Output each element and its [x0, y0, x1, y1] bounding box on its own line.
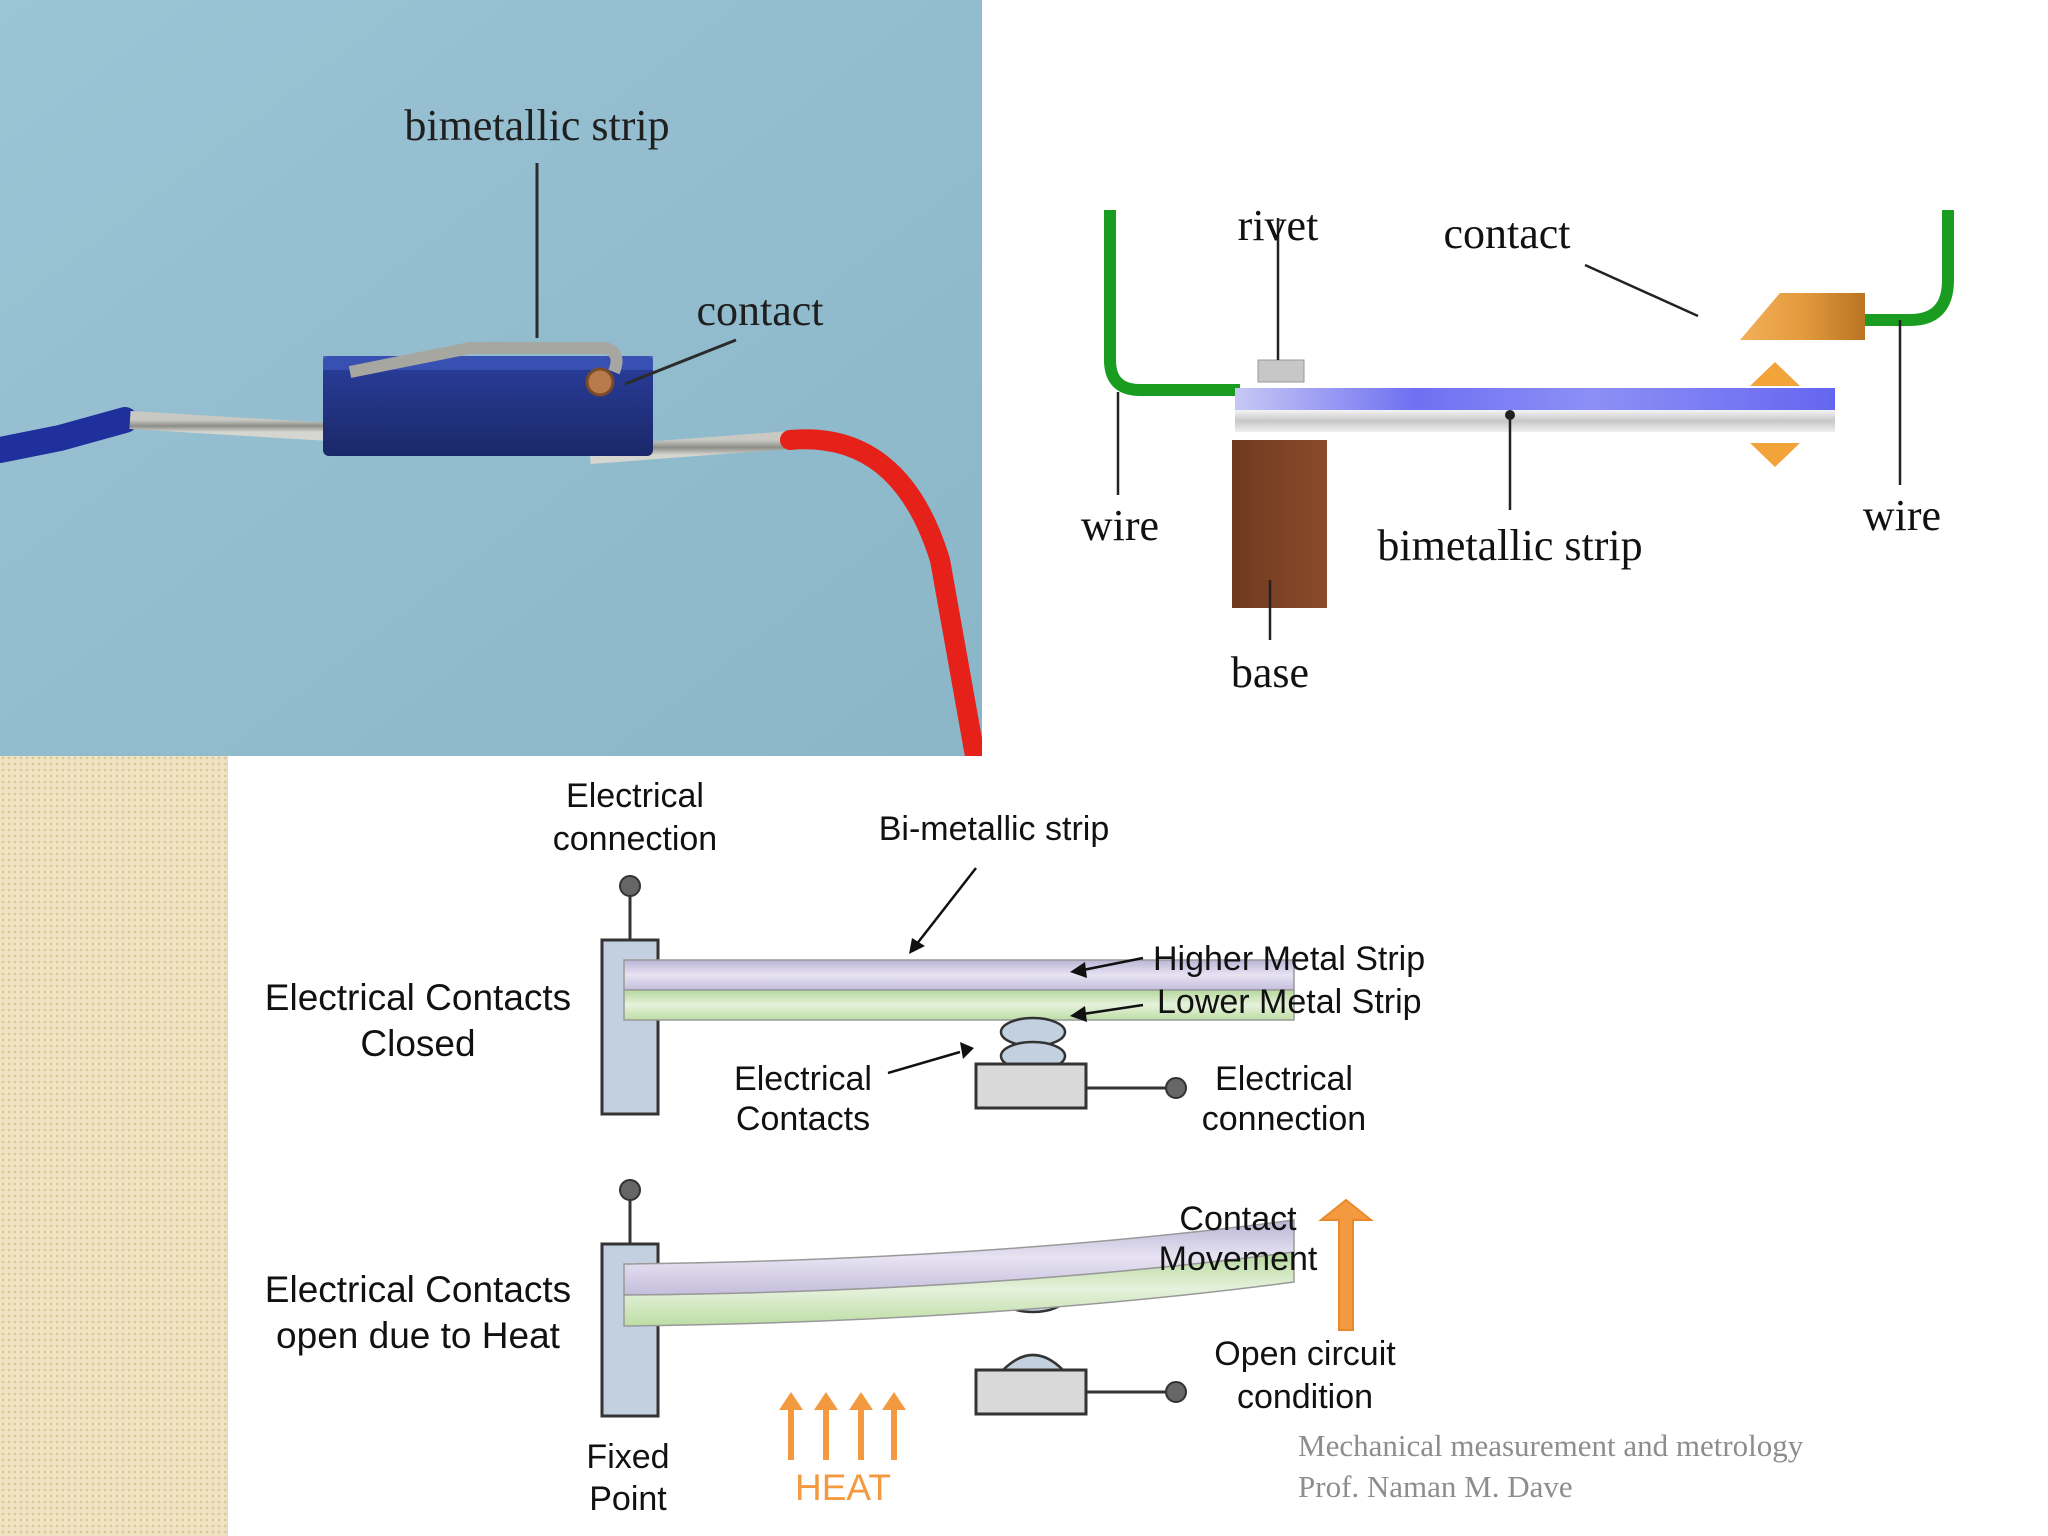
- open-state: Electrical Contacts open due to Heat Con…: [265, 1179, 1396, 1518]
- up-arrow-icon: [1750, 362, 1800, 386]
- connection-terminal-icon: [619, 875, 641, 897]
- heat-label: HEAT: [795, 1467, 891, 1508]
- right-connection-line2: connection: [1202, 1100, 1366, 1138]
- contacts-label-line1: Electrical: [734, 1060, 872, 1098]
- rivet: [1257, 359, 1305, 383]
- label-wire-right: wire: [1863, 491, 1941, 540]
- lower-contact-open: [999, 1353, 1067, 1372]
- schematic-strip-top: [1235, 388, 1835, 410]
- left-wire: [1104, 210, 1240, 396]
- contact-movement-line2: Movement: [1159, 1240, 1318, 1278]
- base-block: [1232, 440, 1327, 608]
- course-title: Mechanical measurement and metrology: [1298, 1428, 1804, 1463]
- blue-wire: [0, 407, 138, 463]
- heat-arrows-icon: [779, 1392, 906, 1460]
- bent-lower-strip: [623, 1251, 1295, 1327]
- schematic-strip-bottom: [1235, 410, 1835, 432]
- lower-metal-strip-label: Lower Metal Strip: [1157, 983, 1422, 1021]
- right-connection-line1: Electrical: [1215, 1060, 1353, 1098]
- closed-state-label-line2: Closed: [360, 1023, 475, 1064]
- thermostat-photo: bimetallic strip contact: [0, 0, 982, 756]
- contact-base-open: [974, 1368, 1088, 1416]
- label-bimetallic-strip: bimetallic strip: [1377, 521, 1642, 570]
- open-circuit-line1: Open circuit: [1214, 1335, 1396, 1373]
- label-wire-left: wire: [1081, 501, 1159, 550]
- contact-movement-line1: Contact: [1179, 1200, 1297, 1238]
- photo-label-strip: bimetallic strip: [404, 101, 669, 150]
- label-base: base: [1231, 648, 1309, 697]
- lower-metal-strip: [623, 989, 1295, 1021]
- photo-bimetallic-strip: [348, 342, 623, 378]
- author-name: Prof. Naman M. Dave: [1298, 1469, 1573, 1504]
- right-wire: [1860, 210, 1954, 326]
- red-wire: [780, 429, 982, 756]
- sidebar-divider: [226, 755, 228, 1536]
- connection-terminal-icon: [1165, 1381, 1187, 1403]
- label-rivet: rivet: [1238, 201, 1319, 250]
- down-arrow-icon: [1750, 443, 1800, 467]
- open-state-label-line2: open due to Heat: [276, 1315, 561, 1356]
- contact-base-closed: [974, 1062, 1088, 1110]
- top-connection-line1: Electrical: [566, 777, 704, 815]
- fixed-point-line1: Fixed: [586, 1438, 669, 1476]
- top-connection-line2: connection: [553, 820, 717, 858]
- closed-state: Electrical Contacts Closed Electrical co…: [265, 777, 1425, 1138]
- higher-metal-strip-label: Higher Metal Strip: [1153, 940, 1425, 978]
- connection-terminal-icon: [1165, 1077, 1187, 1099]
- photo-contact: [585, 367, 615, 397]
- photo-label-contact: contact: [696, 286, 823, 335]
- schematic-diagram: rivet contact wire wire bimetallic strip…: [1081, 201, 1954, 697]
- bimetallic-strip-label: Bi-metallic strip: [879, 810, 1109, 848]
- closed-state-label-line1: Electrical Contacts: [265, 977, 571, 1018]
- left-terminal: [129, 411, 331, 441]
- higher-metal-strip: [623, 959, 1295, 991]
- contacts-label-line2: Contacts: [736, 1100, 870, 1138]
- credit-footer: Mechanical measurement and metrology Pro…: [1298, 1425, 1858, 1507]
- open-circuit-line2: condition: [1237, 1378, 1373, 1416]
- connection-terminal-icon: [619, 1179, 641, 1201]
- operation-diagram: Electrical Contacts Closed Electrical co…: [265, 777, 1425, 1518]
- thermostat-body: [323, 356, 653, 456]
- fixed-point-line2: Point: [589, 1480, 667, 1518]
- label-contact: contact: [1443, 209, 1570, 258]
- open-state-label-line1: Electrical Contacts: [265, 1269, 571, 1310]
- decorative-sidebar: [0, 755, 228, 1536]
- contact-movement-arrow-icon: [1318, 1198, 1374, 1331]
